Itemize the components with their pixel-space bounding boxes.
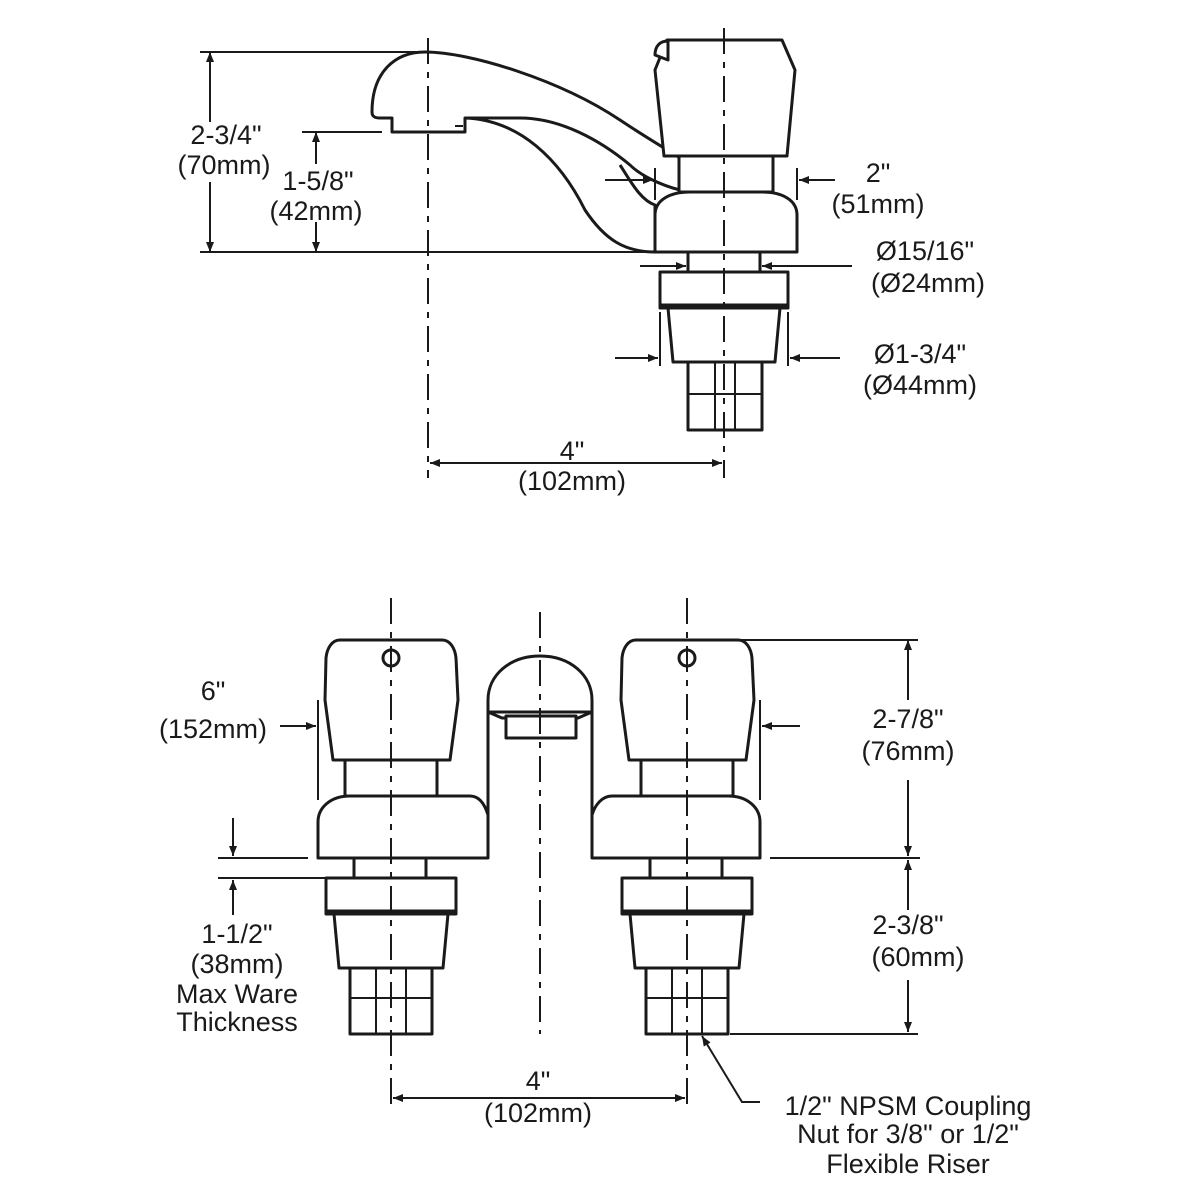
- side-handle-stem: [677, 154, 775, 194]
- front-spacing-imperial: 4": [526, 1066, 551, 1096]
- front-handle-height-imperial: 2-7/8": [872, 704, 943, 734]
- side-spout-height-imperial: 2-3/4": [190, 120, 261, 150]
- side-reach-imperial: 4": [560, 436, 585, 466]
- front-spacing-metric: (102mm): [484, 1098, 592, 1128]
- side-reach-metric: (102mm): [518, 466, 626, 496]
- side-shank-diameter-imperial: Ø15/16": [876, 236, 974, 266]
- front-ware-thickness-imperial: 1-1/2": [201, 919, 272, 949]
- front-width-metric: (152mm): [159, 714, 267, 744]
- side-handle-width-metric: (51mm): [832, 189, 925, 219]
- side-nut-diameter-imperial: Ø1-3/4": [874, 339, 966, 369]
- side-spout: [370, 50, 682, 192]
- front-ware-thickness-metric: (38mm): [191, 949, 284, 979]
- front-shank-length-metric: (60mm): [872, 942, 965, 972]
- front-coupling-note-line3: Flexible Riser: [826, 1149, 990, 1179]
- front-ware-thickness-line1: Max Ware: [176, 979, 298, 1009]
- front-coupling-note-line2: Nut for 3/8" or 1/2": [797, 1119, 1019, 1149]
- side-outlet-height-imperial: 1-5/8": [282, 166, 353, 196]
- side-shank-diameter-metric: (Ø24mm): [871, 268, 985, 298]
- side-handle-width-imperial: 2": [866, 158, 891, 188]
- side-spout-body: [464, 116, 657, 254]
- side-view: 2-3/4" (70mm) 1-5/8" (42mm) 2" (51mm) Ø1…: [178, 28, 985, 496]
- front-width-imperial: 6": [201, 676, 226, 706]
- side-outlet-height-metric: (42mm): [270, 196, 363, 226]
- side-nut-diameter-metric: (Ø44mm): [863, 370, 977, 400]
- side-spout-height-metric: (70mm): [178, 150, 271, 180]
- front-shank-length-imperial: 2-3/8": [872, 910, 943, 940]
- front-ware-thickness-line2: Thickness: [176, 1007, 298, 1037]
- front-view: 6" (152mm) 2-7/8" (76mm) 2-3/8" (60mm) 1…: [159, 598, 1031, 1179]
- front-coupling-note-line1: 1/2" NPSM Coupling: [785, 1091, 1032, 1121]
- front-handle-height-metric: (76mm): [862, 736, 955, 766]
- front-base: [316, 794, 490, 860]
- side-body: [653, 190, 799, 254]
